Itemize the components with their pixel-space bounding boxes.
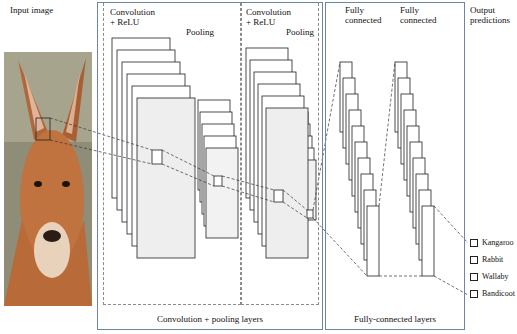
node-label: Bandicoot: [482, 289, 515, 298]
projection-line: [379, 62, 395, 206]
projection-line: [434, 276, 468, 295]
class-box: [470, 290, 478, 298]
receptive-field: [214, 176, 222, 186]
class-box: [470, 239, 478, 247]
node-label: Convolution + ReLU: [246, 7, 296, 28]
projection-line: [283, 202, 307, 218]
fc-neuron-layer: [367, 206, 379, 276]
feature-map: [137, 98, 195, 258]
feature-map: [266, 108, 308, 258]
projection-line: [162, 164, 214, 186]
node-label: Rabbit: [482, 255, 503, 264]
class-output: Bandicoot: [470, 289, 516, 300]
class-output: Rabbit: [470, 255, 505, 266]
projection-line: [222, 186, 274, 202]
class-output: Wallaby: [470, 272, 510, 283]
projection-line: [313, 62, 340, 210]
fc-neuron-layer: [422, 206, 434, 276]
projection-line: [50, 118, 152, 150]
conv-pool-group: Convolution + ReLUPooling: [241, 3, 319, 305]
node-label: Wallaby: [482, 272, 508, 281]
projection-line: [283, 190, 307, 210]
layer-caption: Fully connected: [400, 5, 442, 26]
projection-line: [379, 276, 422, 277]
class-output: Kangaroo: [470, 238, 515, 249]
projection-line: [222, 176, 274, 190]
projection-line: [434, 206, 468, 243]
node-label: Pooling: [286, 27, 314, 37]
node-label: Pooling: [186, 27, 214, 37]
node-label: Fully-connected layers: [326, 314, 464, 324]
kangaroo-photo: [4, 52, 92, 306]
node-label: Kangaroo: [482, 238, 514, 247]
layer-caption: Output predictions: [470, 5, 514, 26]
class-box: [470, 273, 478, 281]
receptive-field: [152, 150, 162, 164]
projection-lines: [50, 62, 468, 295]
projection-line: [313, 218, 367, 276]
class-box: [470, 256, 478, 264]
node-label: Convolution + ReLU: [110, 7, 160, 28]
projection-line: [162, 150, 214, 176]
receptive-field: [274, 190, 283, 202]
receptive-field: [307, 210, 313, 218]
layer-panel: Fully-connected layers: [325, 2, 465, 330]
layer-caption: Input image: [10, 5, 53, 15]
pooled-map: [206, 148, 238, 238]
conv-pool-group: Convolution + ReLU Pooling: [103, 3, 241, 305]
layer-caption: Fully connected: [345, 5, 387, 26]
node-label: Convolution + pooling layers: [98, 314, 322, 324]
layer-panel: Convolution + pooling layers Convolution …: [97, 2, 323, 330]
projection-line: [50, 140, 152, 164]
